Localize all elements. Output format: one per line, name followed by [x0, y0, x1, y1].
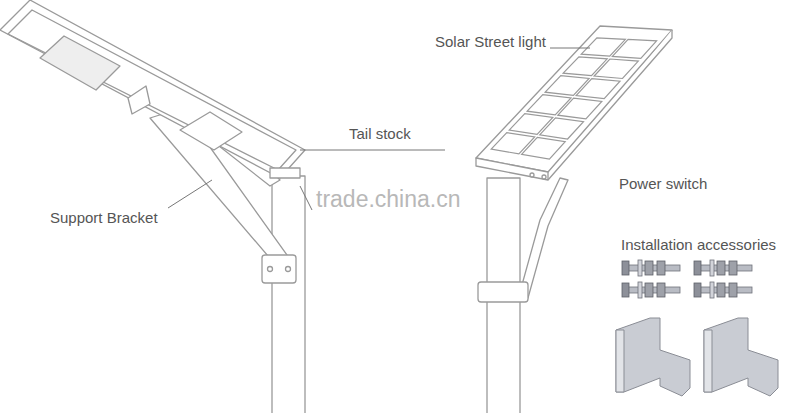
part-label: Power switch: [617, 175, 709, 193]
solar-cell: [558, 98, 602, 119]
solar-panel: [0, 0, 305, 178]
mounting-brackets: [616, 318, 778, 396]
pole-clamp: [262, 255, 296, 283]
solar-cell: [612, 39, 656, 58]
bolt: [694, 260, 752, 276]
solar-cell: [594, 59, 638, 79]
bolt-set: [622, 260, 752, 298]
section-label: Installation accessories: [619, 236, 778, 254]
part-label: Support Bracket: [48, 209, 160, 227]
solar-cell: [522, 137, 566, 159]
pole-clamp: [478, 282, 528, 302]
bolt: [694, 282, 752, 298]
watermark: trade.china.cn: [316, 186, 460, 212]
pole: [272, 176, 305, 413]
bolt: [622, 260, 680, 276]
support-bracket: [520, 178, 568, 298]
solar-cell: [576, 79, 620, 99]
part-label: Solar Street light: [433, 33, 548, 51]
solar-cell: [540, 118, 584, 139]
part-label: Tail stock: [347, 125, 413, 143]
bolt: [622, 282, 680, 298]
